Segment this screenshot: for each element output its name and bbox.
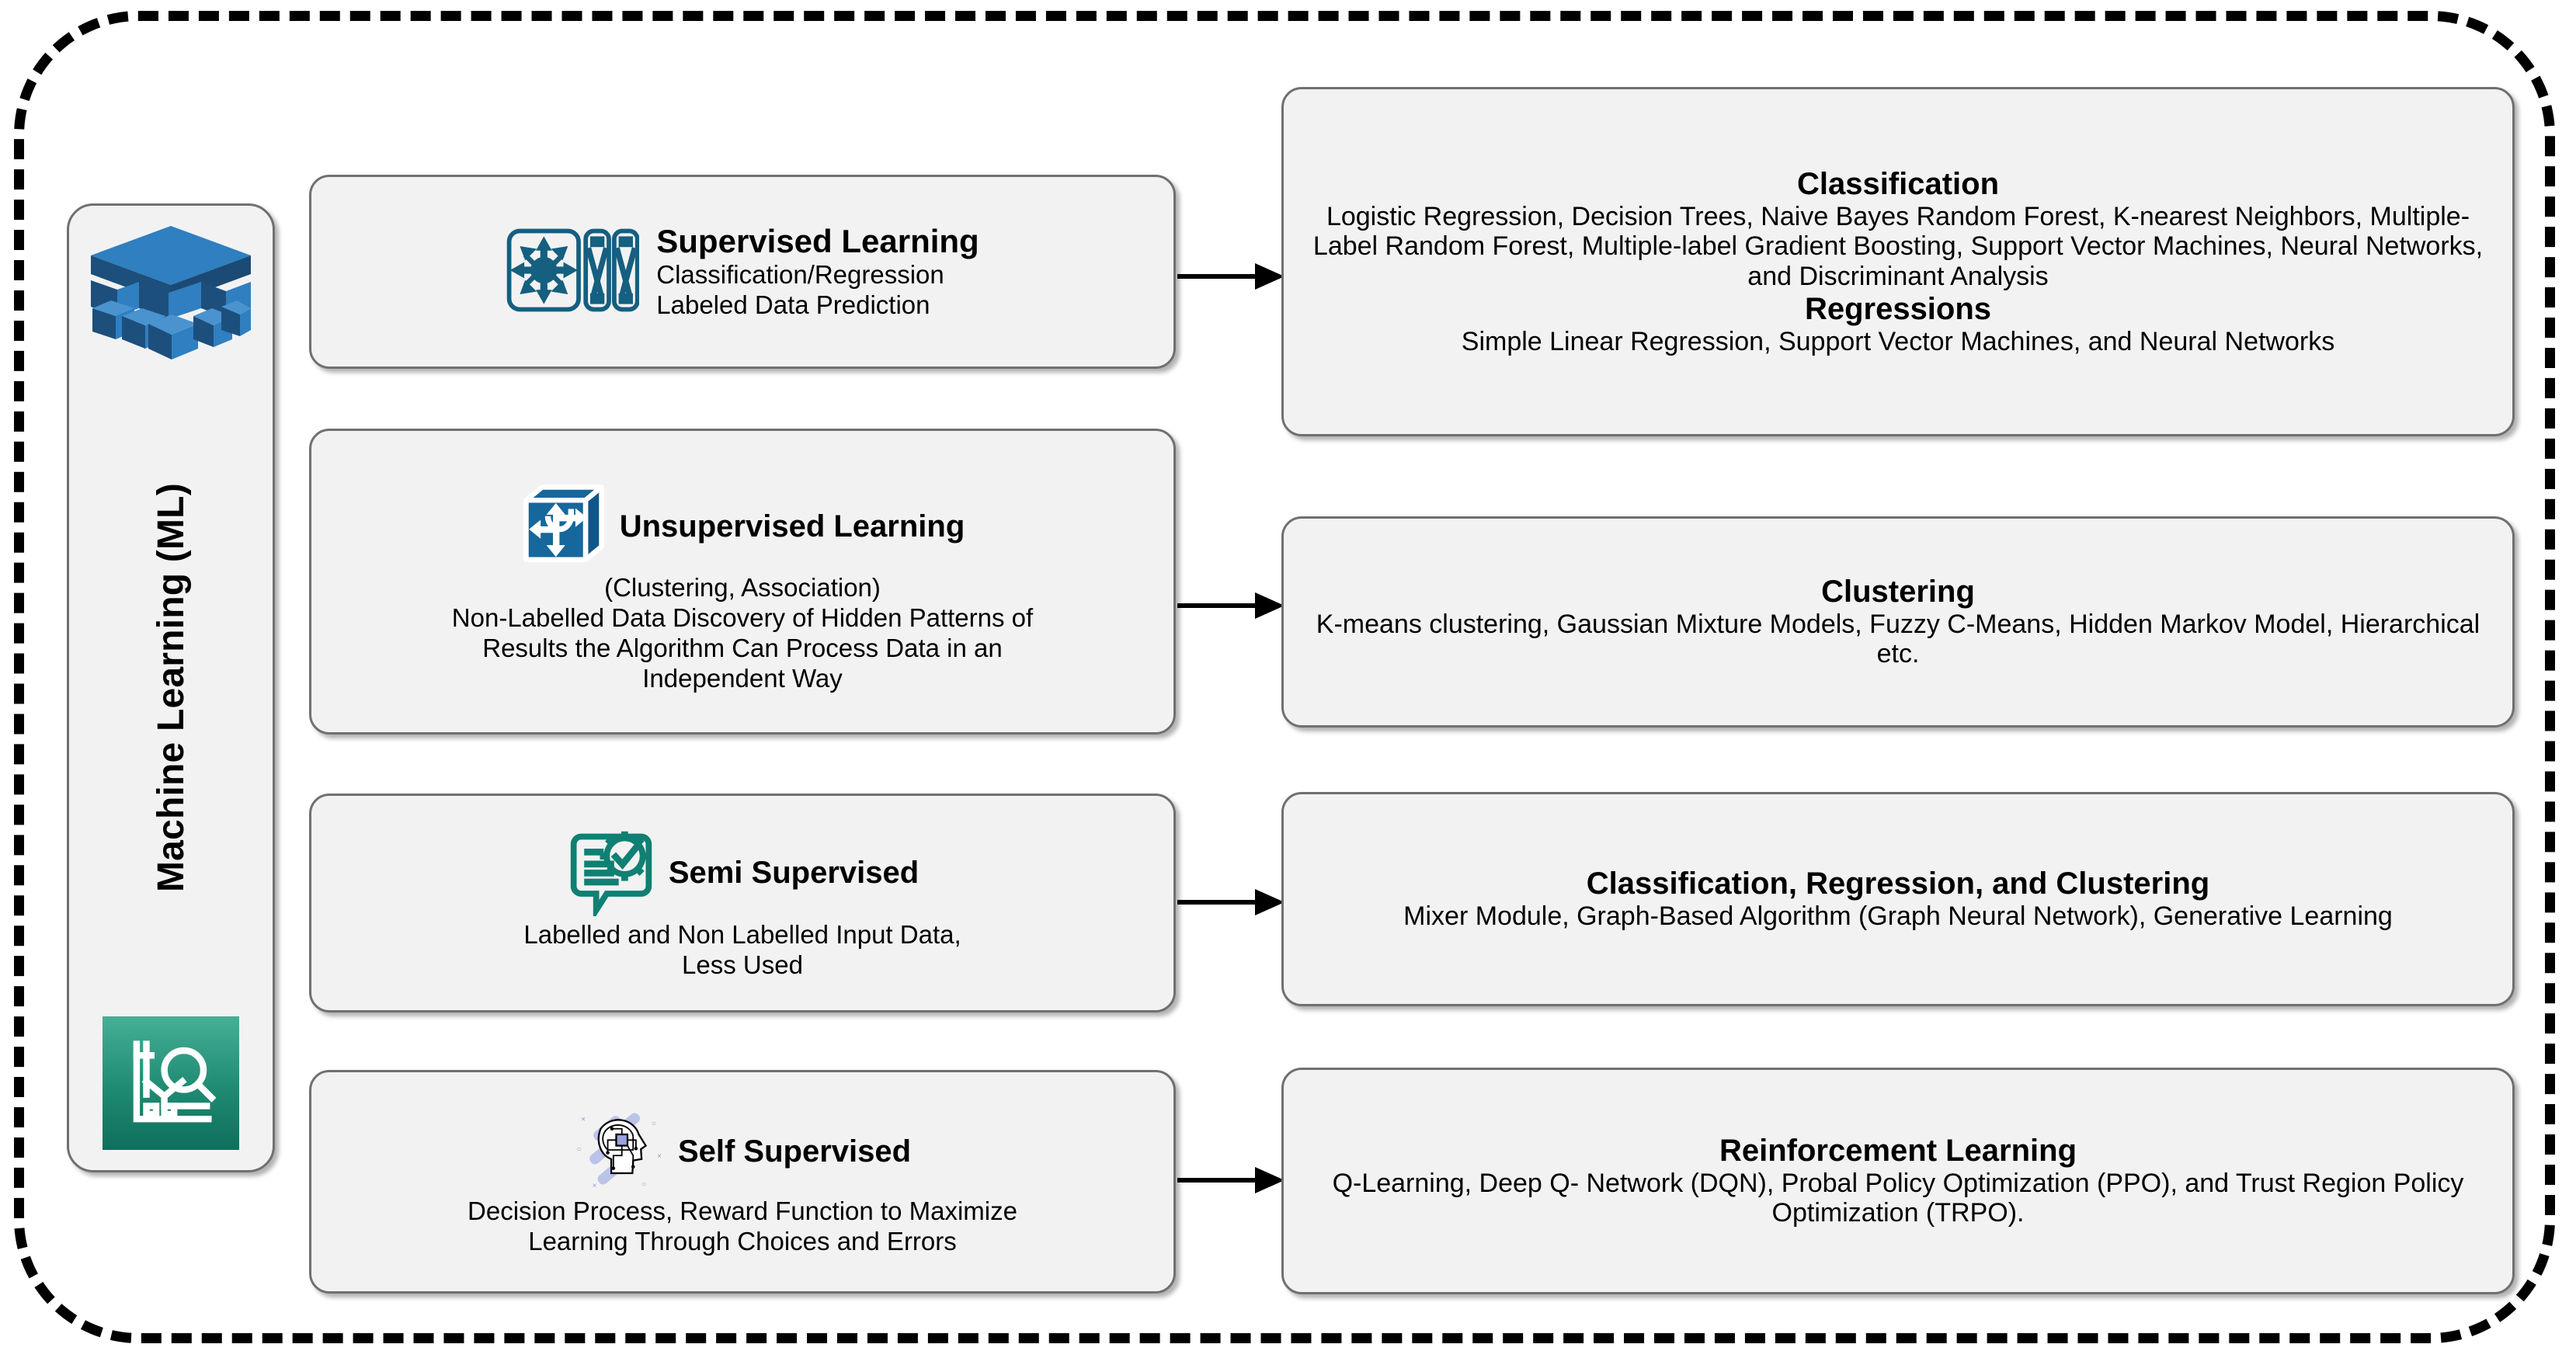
category-title: Self Supervised [677, 1134, 912, 1169]
category-line-2: Labeled Data Prediction [656, 290, 930, 319]
category-card-self-supervised[interactable]: × ○ ○ × × ○ [309, 1070, 1176, 1294]
detail-text-secondary: Simple Linear Regression, Support Vector… [1461, 326, 2335, 356]
data-labels-icon [506, 217, 640, 328]
category-card-semi-supervised[interactable]: Semi Supervised Labelled and Non Labelle… [309, 794, 1176, 1012]
detail-title: Reinforcement Learning [1719, 1133, 2077, 1168]
ml-spine-title: Machine Learning (ML) [150, 483, 192, 893]
svg-text:○: ○ [577, 1144, 582, 1153]
category-line-1: Decision Process, Reward Function to Max… [468, 1196, 1017, 1225]
category-title: Semi Supervised [668, 855, 920, 890]
svg-text:○: ○ [641, 1180, 646, 1189]
svg-text:×: × [657, 1151, 662, 1160]
detail-title: Classification, Regression, and Clusteri… [1586, 867, 2210, 901]
category-card-unsupervised-learning[interactable]: Unsupervised Learning (Clustering, Assoc… [309, 429, 1176, 735]
chart-magnifier-icon [103, 1016, 239, 1150]
detail-box-classification-regression-clustering[interactable]: Classification, Regression, and Clusteri… [1281, 792, 2515, 1006]
layered-cube-icon [85, 223, 257, 359]
detail-title-secondary: Regressions [1804, 291, 1992, 326]
document-gear-check-icon [566, 826, 656, 921]
category-card-supervised-learning[interactable]: Supervised Learning Classification/Regre… [309, 175, 1176, 369]
detail-box-clustering[interactable]: Clustering K-means clustering, Gaussian … [1281, 516, 2515, 728]
outer-dashed-frame [14, 11, 2555, 1343]
category-line-3: Independent Way [642, 663, 843, 693]
category-line-1: Labelled and Non Labelled Input Data, [523, 919, 961, 949]
svg-text:×: × [593, 1182, 597, 1190]
detail-box-reinforcement-learning[interactable]: Reinforcement Learning Q-Learning, Deep … [1281, 1068, 2515, 1294]
head-brain-chip-icon: × ○ ○ × × ○ [574, 1107, 666, 1196]
arrow-unsupervised-to-clustering [1177, 590, 1285, 621]
category-title: Unsupervised Learning [619, 509, 965, 544]
machine-learning-spine-card: Machine Learning (ML) [67, 203, 275, 1172]
detail-text: Logistic Regression, Decision Trees, Nai… [1312, 201, 2484, 292]
detail-title: Classification [1796, 166, 2000, 201]
category-title: Supervised Learning [656, 223, 979, 260]
detail-text: Q-Learning, Deep Q- Network (DQN), Proba… [1332, 1168, 2464, 1228]
arrow-semi-to-classification-regression-clustering [1177, 887, 1285, 918]
cube-arrows-u-icon [520, 481, 607, 572]
arrow-supervised-to-classification [1177, 261, 1285, 292]
detail-text: K-means clustering, Gaussian Mixture Mod… [1316, 609, 2480, 669]
svg-text:×: × [581, 1115, 586, 1124]
svg-text:○: ○ [652, 1120, 656, 1128]
category-line-2: Less Used [682, 950, 803, 979]
detail-title: Clustering [1821, 574, 1975, 609]
detail-text: Mixer Module, Graph-Based Algorithm (Gra… [1403, 901, 2393, 932]
arrow-self-to-reinforcement [1177, 1165, 1285, 1196]
category-line-1: Non-Labelled Data Discovery of Hidden Pa… [451, 603, 1034, 632]
category-line-2: Results the Algorithm Can Process Data i… [482, 633, 1003, 662]
detail-box-classification[interactable]: Classification Logistic Regression, Deci… [1281, 87, 2515, 436]
category-subtitle: (Clustering, Association) [604, 573, 881, 603]
category-line-2: Learning Through Choices and Errors [528, 1226, 957, 1256]
category-line-1: Classification/Regression [656, 260, 944, 290]
